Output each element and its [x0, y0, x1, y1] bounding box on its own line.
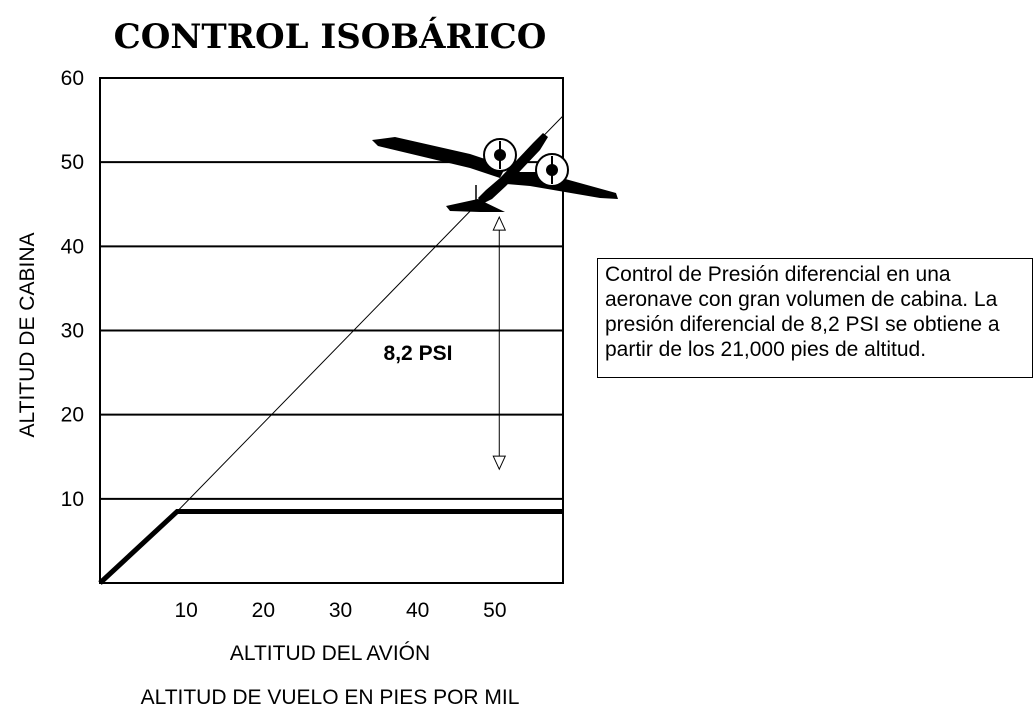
- y-tick-label: 60: [61, 67, 84, 90]
- note-box: Control de Presión diferencial en una ae…: [597, 258, 1033, 378]
- x-axis-label-units: ALTITUD DE VUELO EN PIES POR MIL: [141, 686, 520, 709]
- x-tick-label: 10: [174, 599, 197, 622]
- note-text: Control de Presión diferencial en una ae…: [605, 263, 1000, 361]
- arrow-down-icon: [492, 455, 507, 471]
- x-tick-label: 50: [483, 599, 506, 622]
- tick-labels: 10 20 30 40 50 60 10 20 30 40 50: [61, 67, 507, 622]
- y-axis-label: ALTITUD DE CABINA: [16, 233, 39, 438]
- y-tick-label: 50: [61, 151, 84, 174]
- chart-title: CONTROL ISOBÁRICO: [114, 16, 547, 57]
- x-axis-label: ALTITUD DEL AVIÓN: [230, 642, 430, 665]
- psi-label: 8,2 PSI: [384, 342, 453, 365]
- y-tick-label: 10: [61, 488, 84, 511]
- y-tick-label: 40: [61, 235, 84, 258]
- x-tick-label: 40: [406, 599, 429, 622]
- y-tick-label: 30: [61, 320, 84, 343]
- annotations: 8,2 PSI: [384, 215, 507, 471]
- airplane-icon: [372, 133, 618, 212]
- cabin-altitude-line: [98, 508, 563, 585]
- gridlines: [99, 77, 564, 584]
- y-tick-label: 20: [61, 404, 84, 427]
- x-tick-label: 20: [252, 599, 275, 622]
- x-tick-label: 30: [329, 599, 352, 622]
- arrow-up-icon: [492, 215, 507, 231]
